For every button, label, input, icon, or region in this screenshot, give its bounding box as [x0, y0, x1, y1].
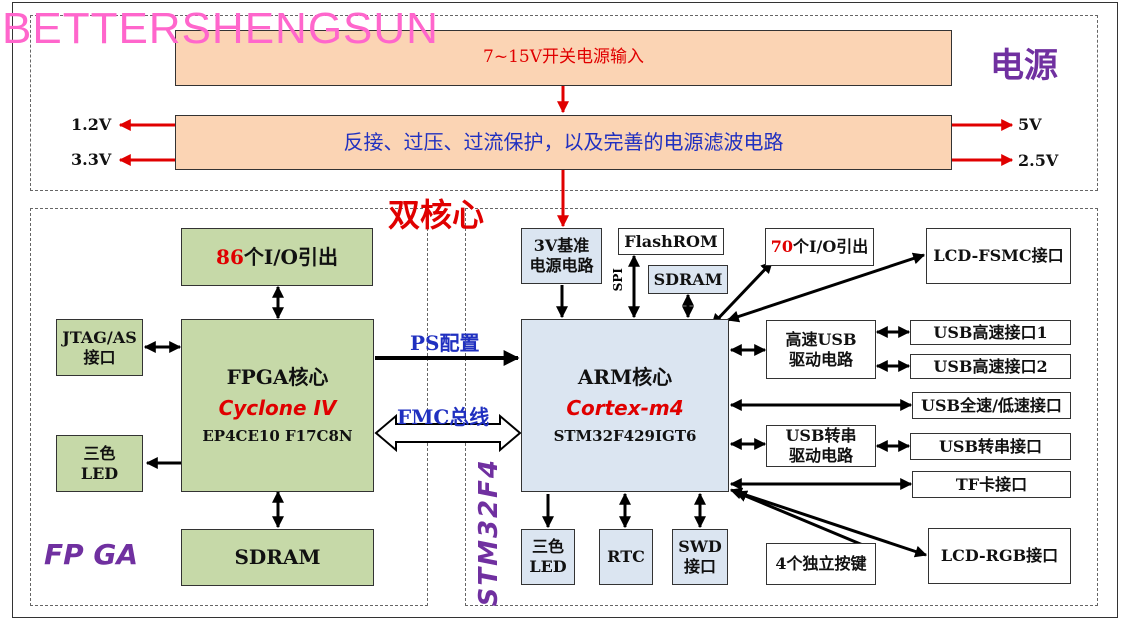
- hs-usb-drv-box: 高速USB 驱动电路: [766, 320, 876, 379]
- stm-io-count: 70: [770, 237, 793, 256]
- outer-frame: [12, 2, 1118, 618]
- spi-label: SPI: [611, 268, 625, 292]
- fpga-io-count: 86: [216, 244, 244, 269]
- fpga-core-part: EP4CE10 F17C8N: [202, 427, 353, 446]
- tf-box: TF卡接口: [912, 471, 1071, 498]
- fpga-sdram-box: SDRAM: [181, 529, 374, 586]
- lcd-fsmc-arrow: [726, 252, 926, 323]
- stm-led-label: 三色 LED: [529, 537, 567, 576]
- fpga-region: [30, 208, 428, 606]
- power-input-box: 7~15V开关电源输入: [175, 30, 952, 86]
- keys-arrow: [734, 490, 871, 550]
- fmc-bus-arrow: [374, 413, 522, 453]
- rtc-box: RTC: [599, 529, 653, 585]
- keys-label: 4个独立按键: [775, 554, 867, 573]
- rail-2v5-label: 2.5V: [1018, 151, 1059, 170]
- fpga-core-title: FPGA核心: [226, 365, 329, 390]
- usb-serial-box: USB转串接口: [910, 433, 1071, 460]
- ps-config-label: PS配置: [410, 331, 480, 355]
- jtag-box: JTAG/AS 接口: [56, 319, 143, 376]
- fpga-led-box: 三色 LED: [56, 435, 143, 492]
- stm-region: [465, 208, 1098, 606]
- stm-section-label: STM32F4: [474, 458, 504, 607]
- arm-core-part: STM32F429IGT6: [553, 427, 697, 446]
- jtag-label: JTAG/AS 接口: [62, 327, 137, 367]
- arm-core-title: ARM核心: [577, 365, 673, 390]
- watermark: BETTERSHENGSUN: [2, 4, 439, 53]
- hs-usb-drv-label: 高速USB 驱动电路: [785, 329, 857, 369]
- rtc-label: RTC: [607, 547, 645, 566]
- fpga-section-label: FP GA: [44, 538, 139, 571]
- usb-fs-label: USB全速/低速接口: [921, 395, 1062, 415]
- fpga-core-family: Cyclone IV: [218, 396, 337, 421]
- protection-label: 反接、过压、过流保护，以及完善的电源滤波电路: [343, 130, 784, 154]
- stm-sdram-box: SDRAM: [648, 265, 728, 294]
- usb-hs2-label: USB高速接口2: [933, 356, 1048, 376]
- lcd-fsmc-label: LCD-FSMC接口: [933, 246, 1064, 265]
- ref-label: 3V基准 电源电路: [529, 236, 594, 275]
- arm-core-box: ARM核心 Cortex-m4 STM32F429IGT6: [521, 319, 729, 492]
- stm-io-suffix: 个I/O引出: [792, 237, 869, 256]
- fpga-io-box: 86个I/O引出: [181, 228, 373, 286]
- fpga-led-label: 三色 LED: [80, 443, 119, 483]
- lcd-fsmc-box: LCD-FSMC接口: [926, 228, 1071, 284]
- lcd-rgb-box: LCD-RGB接口: [928, 528, 1071, 584]
- rail-3v3-label: 3.3V: [71, 150, 112, 169]
- swd-label: SWD 接口: [678, 537, 722, 576]
- power-section-label: 电源: [990, 46, 1058, 86]
- fmc-bus-label: FMC总线: [397, 405, 490, 429]
- usb-hs1-label: USB高速接口1: [933, 322, 1048, 342]
- stm-led-box: 三色 LED: [521, 529, 575, 585]
- power-input-label: 7~15V开关电源输入: [483, 47, 644, 68]
- flashrom-label: FlashROM: [624, 231, 718, 251]
- stm-sdram-label: SDRAM: [653, 269, 723, 289]
- usb-hs2-box: USB高速接口2: [910, 354, 1071, 379]
- flashrom-box: FlashROM: [618, 228, 724, 255]
- arm-core-family: Cortex-m4: [566, 396, 684, 421]
- usb-serial-drv-box: USB转串 驱动电路: [766, 425, 876, 467]
- ref-box: 3V基准 电源电路: [521, 228, 602, 284]
- keys-box: 4个独立按键: [766, 543, 876, 585]
- lcd-rgb-arrow: [729, 487, 928, 558]
- swd-box: SWD 接口: [672, 529, 728, 585]
- lcd-rgb-label: LCD-RGB接口: [940, 546, 1059, 565]
- usb-hs1-box: USB高速接口1: [910, 320, 1071, 345]
- protection-box: 反接、过压、过流保护，以及完善的电源滤波电路: [175, 115, 952, 170]
- fpga-io-suffix: 个I/O引出: [243, 244, 338, 269]
- fpga-sdram-label: SDRAM: [234, 545, 321, 569]
- usb-serial-label: USB转串接口: [938, 436, 1043, 456]
- usb-fs-box: USB全速/低速接口: [912, 392, 1071, 419]
- stm-io-box: 70个I/O引出: [765, 228, 874, 266]
- rail-5v-label: 5V: [1018, 115, 1042, 134]
- usb-serial-drv-label: USB转串 驱动电路: [785, 426, 857, 465]
- tf-label: TF卡接口: [955, 474, 1028, 494]
- rail-1v2-label: 1.2V: [71, 115, 112, 134]
- dual-core-label: 双核心: [388, 196, 485, 234]
- fpga-core-box: FPGA核心 Cyclone IV EP4CE10 F17C8N: [181, 319, 374, 492]
